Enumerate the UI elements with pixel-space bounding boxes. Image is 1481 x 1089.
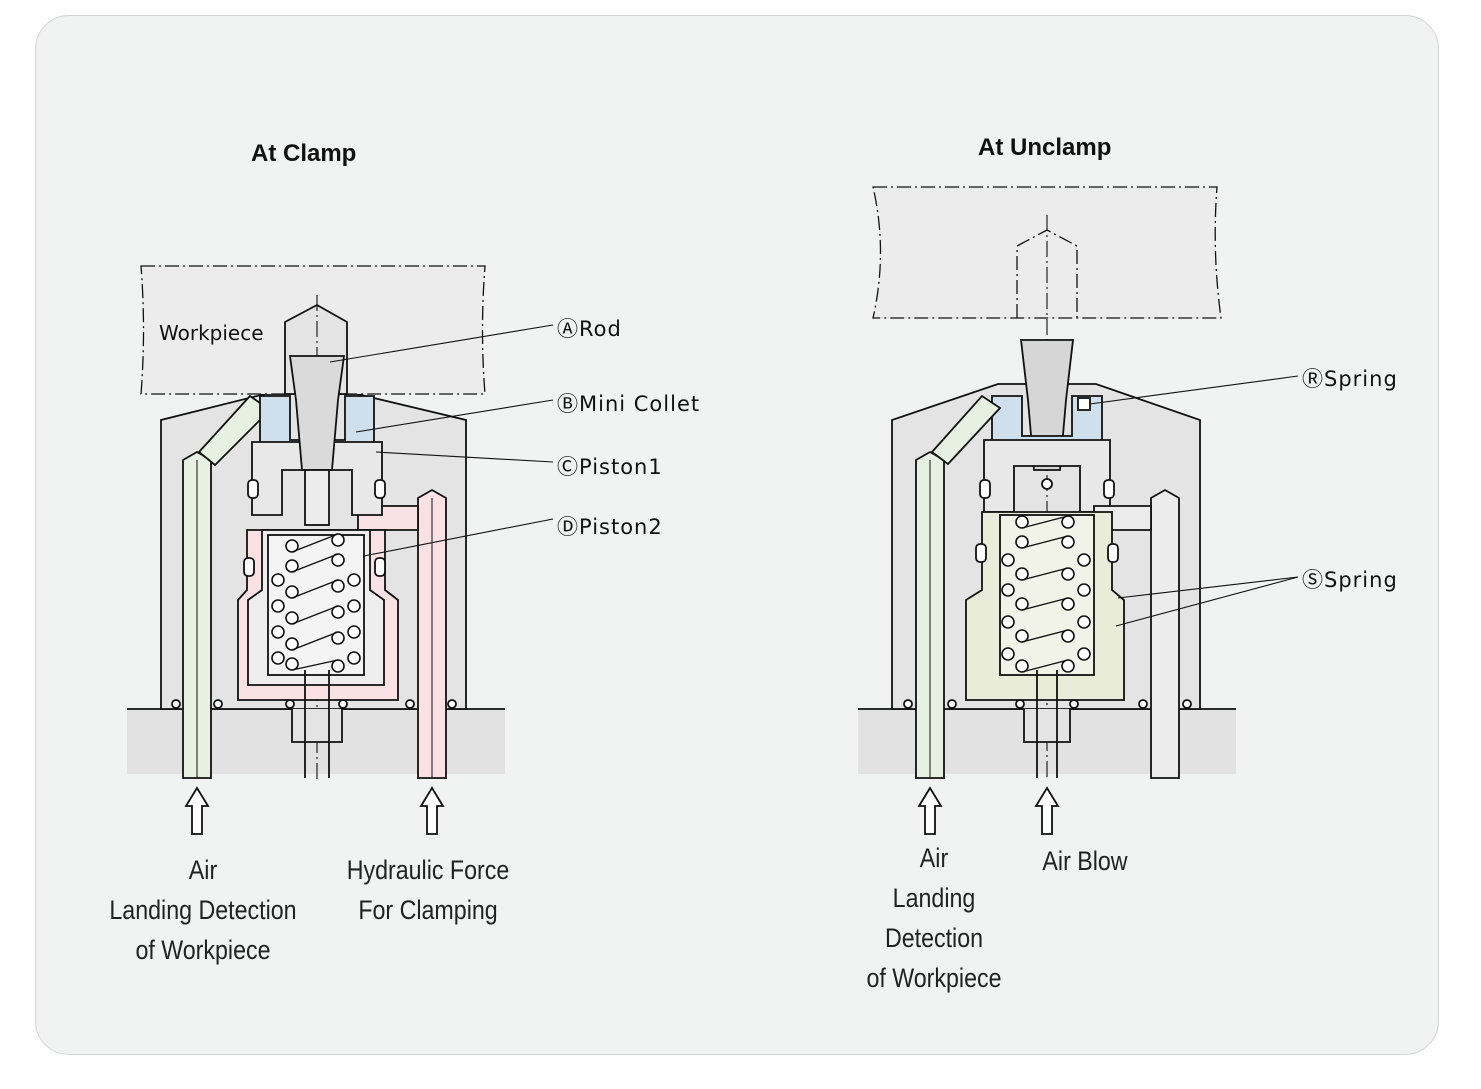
caption-line: Air [919, 843, 949, 873]
at-unclamp-drawing [858, 186, 1299, 835]
caption-line: Air Blow [1042, 846, 1128, 876]
caption-air-landing-detection-right: Air Landing Detection of Workpiece [861, 838, 1007, 998]
at-clamp-title: At Clamp [251, 140, 357, 167]
caption-hydraulic-force: Hydraulic Force For Clamping [342, 850, 514, 930]
caption-line: of Workpiece [866, 963, 1002, 993]
callout-mini-collet: ⒷMini Collet [557, 392, 701, 416]
caption-line: Detection [884, 923, 984, 953]
caption-air-blow: Air Blow [1038, 841, 1133, 881]
at-unclamp-title: At Unclamp [978, 134, 1112, 161]
caption-line: For Clamping [358, 895, 498, 925]
callout-piston1: ⒸPiston1 [557, 455, 663, 479]
caption-line: Air [188, 855, 218, 885]
at-clamp-drawing [127, 265, 554, 835]
caption-line: of Workpiece [135, 935, 271, 965]
caption-air-landing-detection-left: Air Landing Detection of Workpiece [104, 850, 302, 970]
callout-piston2: ⒹPiston2 [557, 515, 663, 539]
workpiece-label: Workpiece [159, 321, 264, 345]
caption-line: Landing [892, 883, 976, 913]
caption-line: Landing Detection [109, 895, 297, 925]
callout-spring-r: ⓇSpring [1302, 367, 1398, 391]
caption-line: Hydraulic Force [346, 855, 510, 885]
callout-rod: ⒶRod [557, 317, 622, 341]
callout-spring-s: ⓈSpring [1302, 568, 1398, 592]
